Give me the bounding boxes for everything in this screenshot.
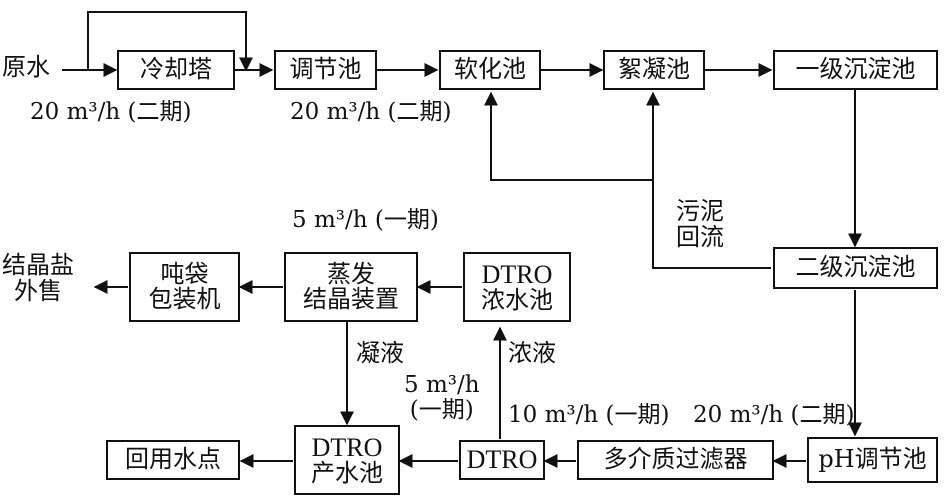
dtro-concentrate-box: DTRO 浓水池	[463, 252, 571, 322]
primary-settling-box: 一级沉淀池	[773, 50, 938, 90]
packing-machine-line1: 吨袋	[160, 259, 209, 288]
salt-sale-line2: 外售	[14, 277, 62, 306]
flocculation-tank-box: 絮凝池	[603, 50, 705, 90]
rate-dtro-line1: 5 m³/h	[404, 372, 480, 398]
multimedia-filter-text: 多介质过滤器	[603, 445, 748, 474]
rate-filter-left-label: 10 m³/h (一期)	[508, 402, 670, 428]
dtro-box: DTRO	[459, 440, 545, 480]
sludge-return-to-softening	[484, 91, 771, 269]
reuse-point-box: 回用水点	[106, 440, 240, 480]
raw-water-label: 原水	[2, 53, 50, 81]
rate-dtro-line2: (一期)	[409, 397, 474, 424]
multimedia-filter-box: 多介质过滤器	[577, 440, 774, 480]
reuse-point-text: 回用水点	[125, 445, 221, 474]
rate-dtro-label: 5 m³/h (一期)	[404, 372, 480, 424]
softening-tank-text: 软化池	[454, 55, 526, 84]
flocculation-tank-text: 絮凝池	[618, 55, 690, 84]
evaporator-line1: 蒸发	[327, 259, 375, 288]
softening-tank-box: 软化池	[439, 50, 541, 90]
dtro-product-line1: DTRO	[311, 432, 383, 462]
salt-sale-label: 结晶盐 外售	[2, 252, 74, 305]
primary-settling-text: 一级沉淀池	[795, 55, 916, 84]
dtro-concentrate-line1: DTRO	[481, 259, 553, 289]
rate-evaporator-label: 5 m³/h (一期)	[292, 207, 439, 233]
ph-adjust-text: pH调节池	[818, 445, 927, 474]
salt-sale-line1: 结晶盐	[2, 251, 74, 279]
sludge-return-line2: 回流	[676, 223, 724, 252]
rate-filter-right-label: 20 m³/h (二期)	[693, 402, 855, 428]
dtro-product-box: DTRO 产水池	[294, 425, 400, 495]
dtro-concentrate-line2: 浓水池	[481, 286, 553, 315]
condensate-label: 凝液	[356, 339, 404, 367]
rate-regulating-label: 20 m³/h (二期)	[290, 99, 452, 125]
dtro-text: DTRO	[466, 445, 538, 475]
secondary-settling-text: 二级沉淀池	[795, 253, 916, 282]
packing-machine-box: 吨袋 包装机	[129, 252, 240, 322]
cooling-tower-text: 冷却塔	[140, 55, 212, 84]
sludge-return-label: 污泥 回流	[676, 198, 724, 251]
evaporator-line2: 结晶装置	[303, 285, 399, 313]
cooling-tower-box: 冷却塔	[117, 50, 235, 90]
dtro-product-line2: 产水池	[311, 459, 383, 488]
regulating-tank-text: 调节池	[289, 55, 362, 84]
evaporator-box: 蒸发 结晶装置	[284, 252, 418, 322]
concentrate-label: 浓液	[508, 339, 556, 367]
secondary-settling-box: 二级沉淀池	[773, 247, 938, 289]
packing-machine-line2: 包装机	[148, 285, 221, 313]
ph-adjust-box: pH调节池	[807, 437, 938, 483]
regulating-tank-box: 调节池	[274, 50, 377, 90]
sludge-return-line1: 污泥	[676, 197, 724, 225]
rate-raw-label: 20 m³/h (二期)	[30, 99, 192, 125]
arrow-raw-bypass	[87, 11, 253, 72]
